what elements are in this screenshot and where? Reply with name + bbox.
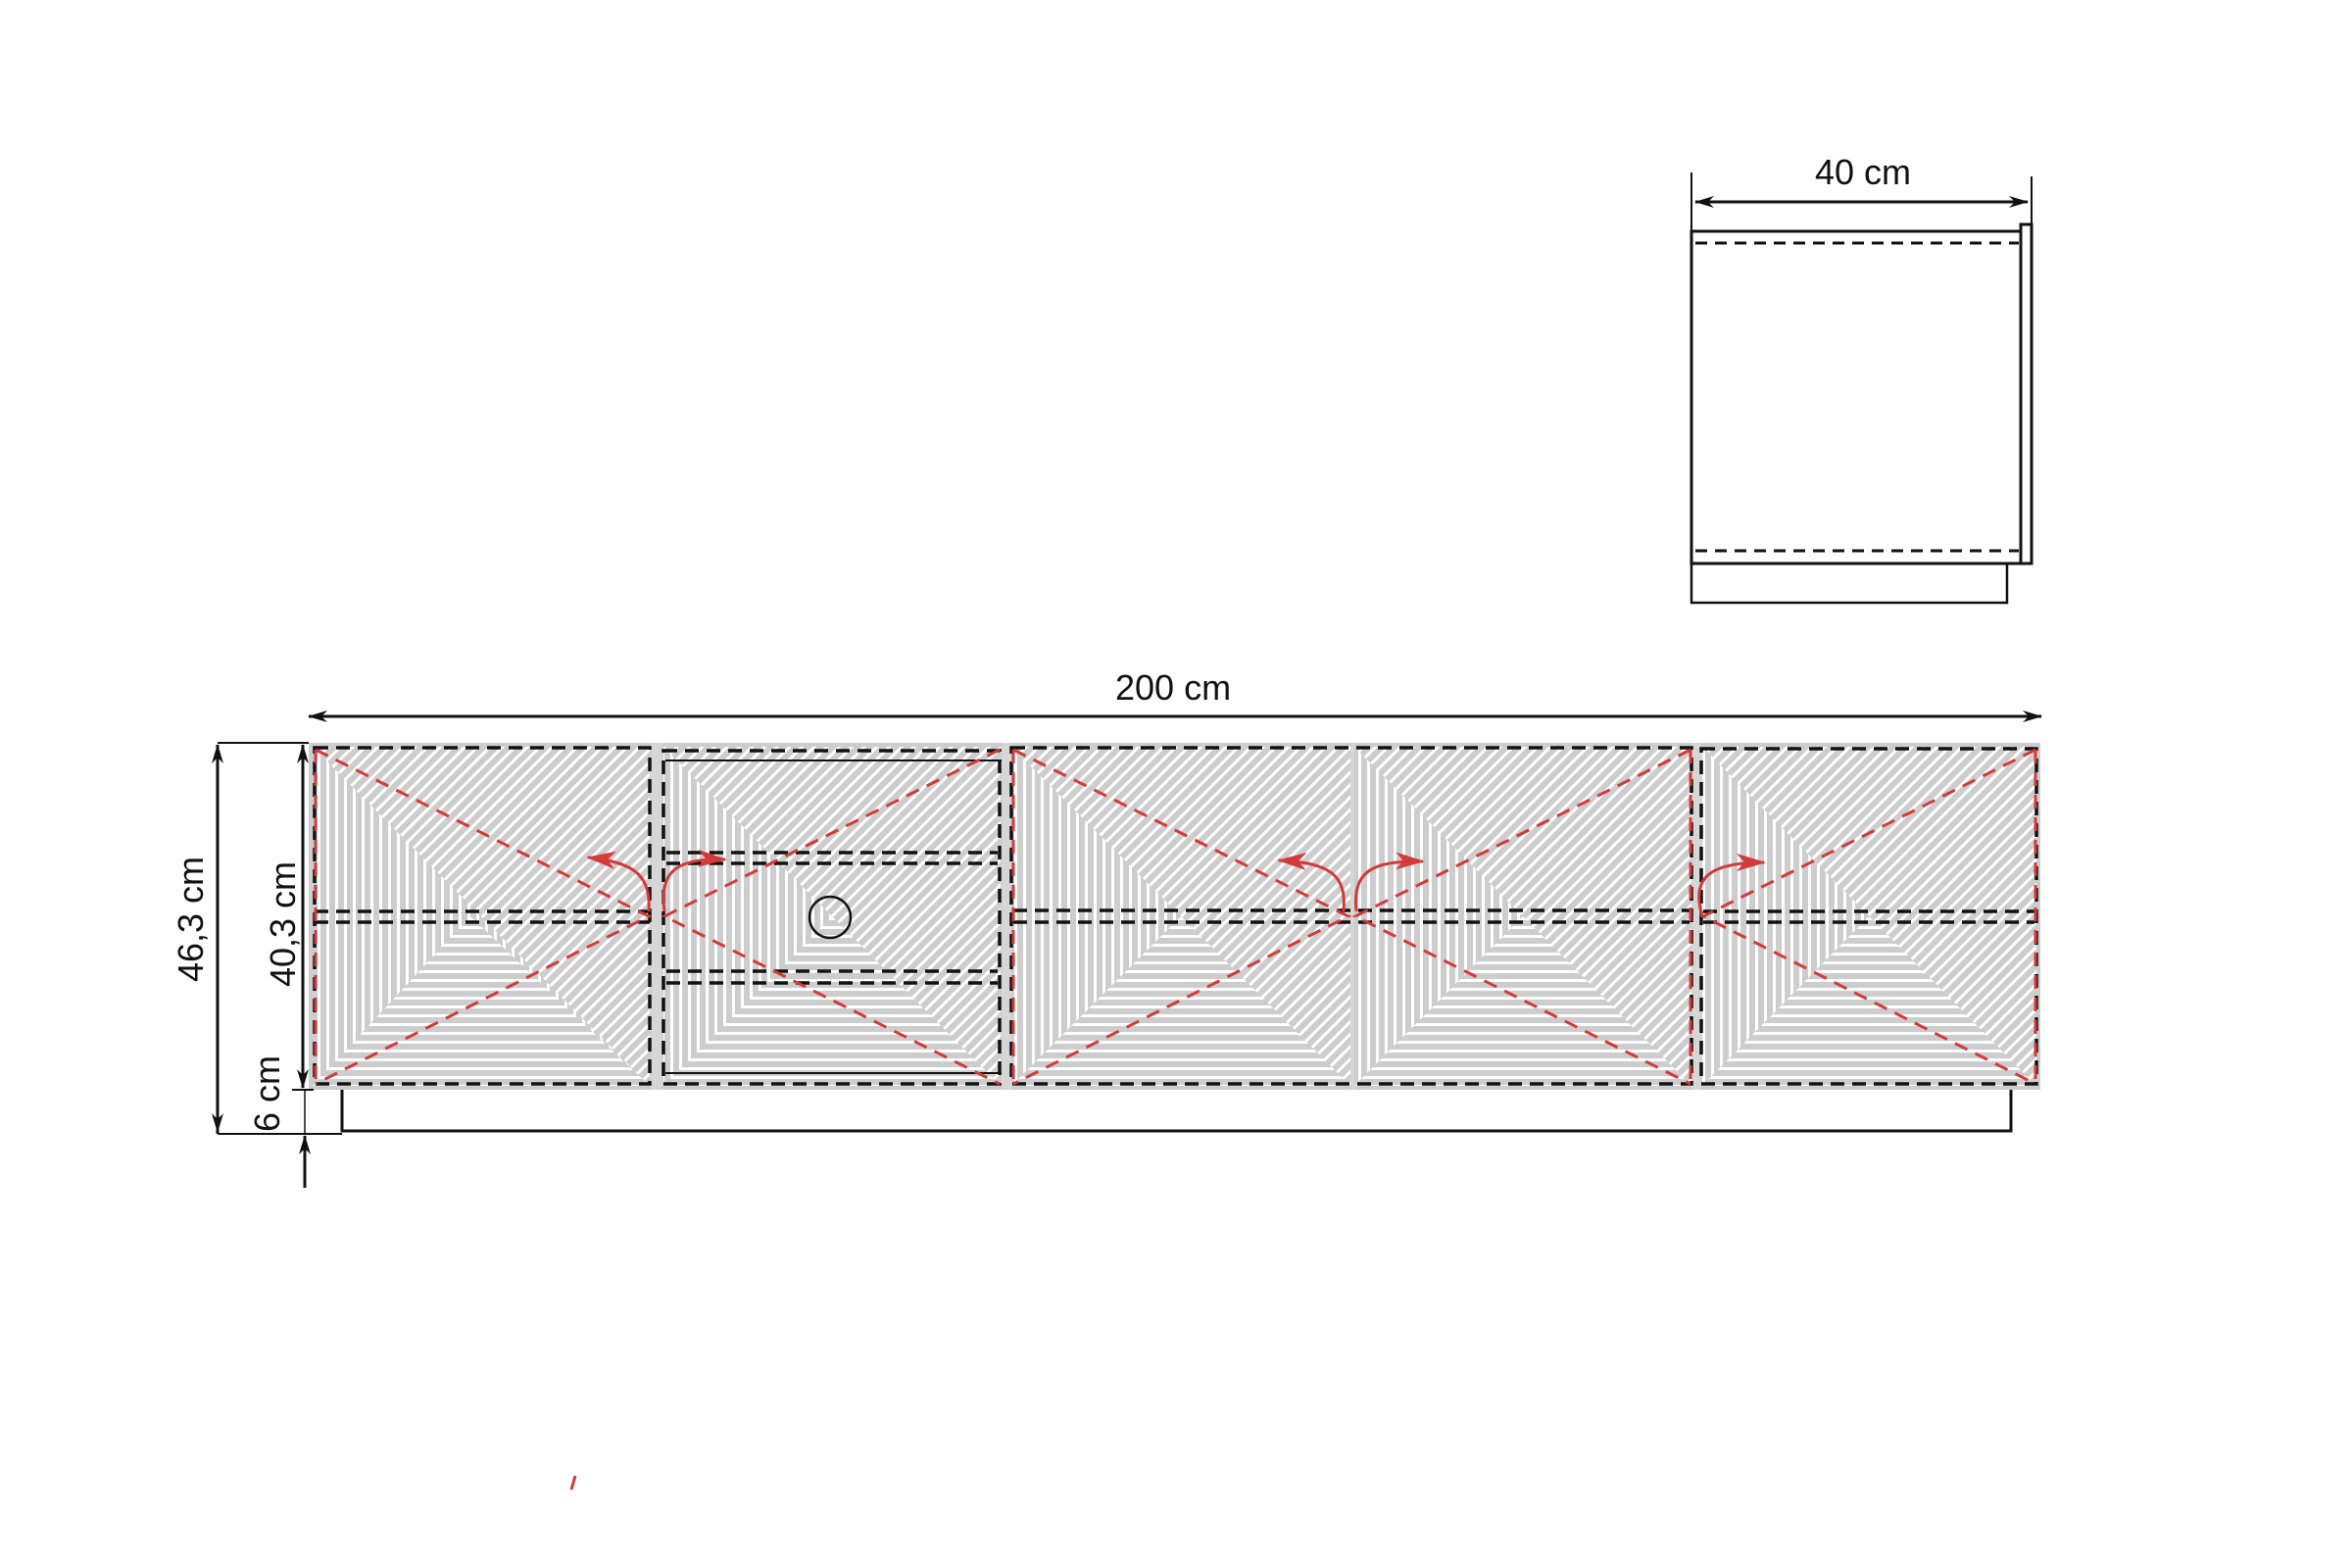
front-view	[212, 710, 2042, 1188]
open-arrow-1	[586, 851, 651, 912]
depth-label: 40 cm	[1815, 152, 1912, 192]
open-arrow-3	[1277, 853, 1346, 912]
drawer-handle-circle	[808, 895, 853, 940]
plinth-height-label: 6 cm	[247, 1055, 287, 1133]
drawer-front-lines	[665, 760, 1002, 1074]
door-panel-5	[1702, 747, 2036, 1086]
door-panel-4	[1354, 747, 1691, 1086]
side-body	[1690, 229, 2023, 565]
door-panel-1	[313, 747, 650, 1086]
open-arrow-5	[1697, 854, 1766, 917]
door-opening-lines	[314, 748, 2037, 1086]
plinth	[340, 1090, 2013, 1133]
open-arrow-4	[1353, 852, 1425, 912]
width-label: 200 cm	[1115, 667, 1232, 708]
drawer-panel	[663, 747, 1001, 1086]
total-height-label: 46,3 cm	[171, 856, 211, 983]
open-arrow-2	[662, 849, 727, 912]
stray-mark	[569, 1475, 577, 1491]
side-plinth	[1690, 562, 2009, 605]
side-view	[1690, 172, 2034, 605]
body-height-label: 40,3 cm	[263, 860, 303, 988]
opening-direction-arrows	[586, 849, 1766, 917]
door-panel-3	[1011, 747, 1350, 1086]
side-door-panel	[2019, 222, 2034, 565]
